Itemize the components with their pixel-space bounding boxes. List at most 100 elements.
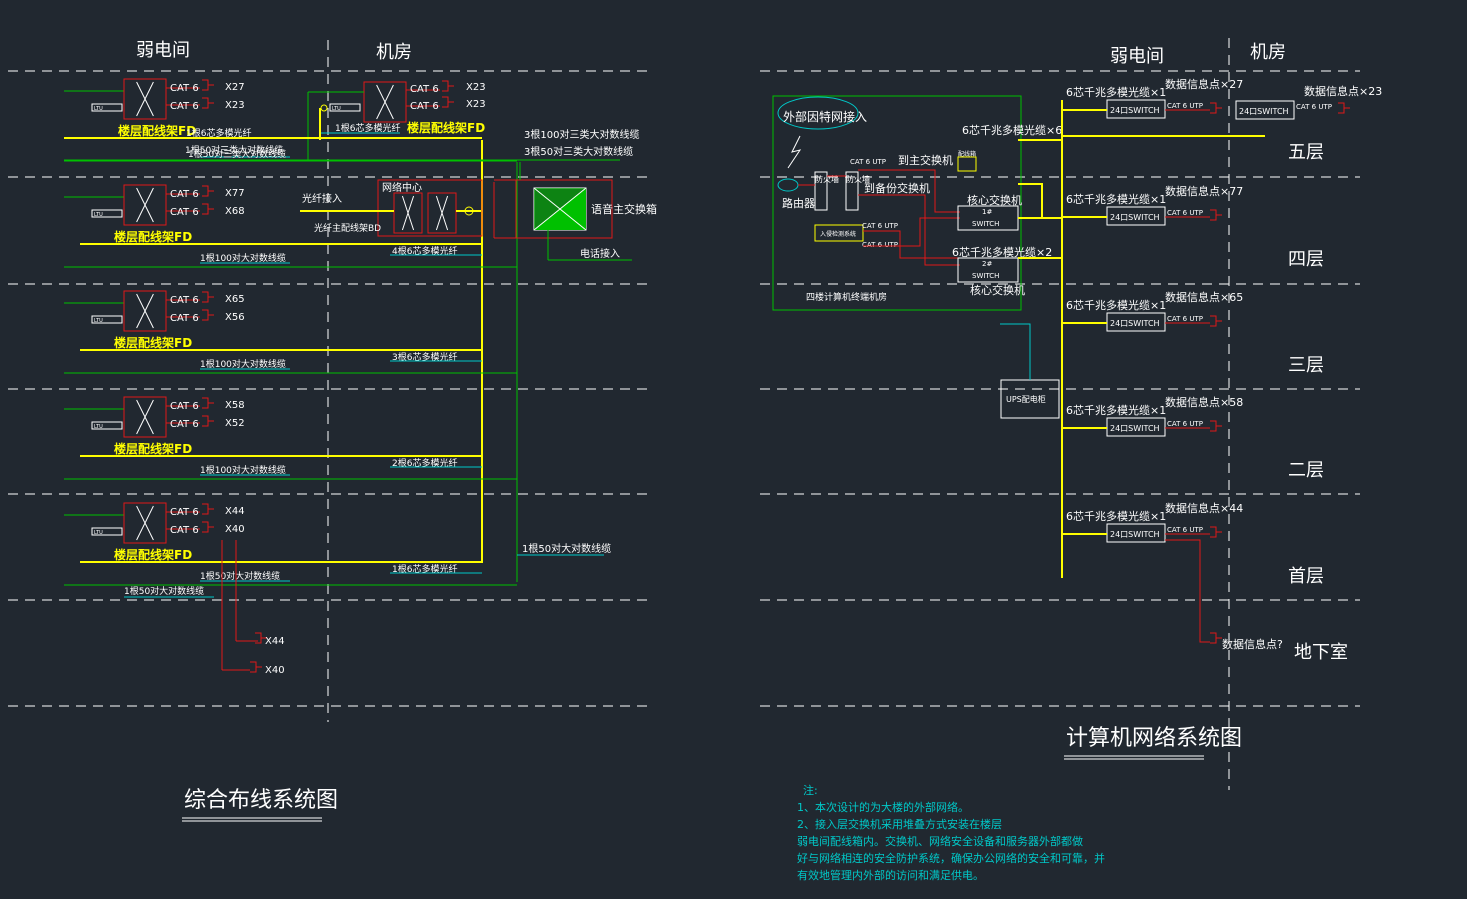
- panel-cross: [136, 399, 154, 435]
- voice-switch-label: 语音主交换箱: [591, 202, 657, 216]
- core-link: [1018, 183, 1043, 219]
- data-point-count: 数据信息点×65: [1165, 290, 1243, 304]
- bd-label: 光纤主配线架BD: [314, 222, 381, 234]
- ltu-box: [329, 103, 361, 112]
- machine-room-frame: [772, 95, 1022, 311]
- switch-id: 1#: [982, 208, 992, 216]
- console-box: [957, 156, 977, 172]
- cabling-system-diagram: 弱电间机房LTUCAT 6CAT 6X27X23楼层配线架FD1根50对三类大对…: [8, 40, 657, 822]
- fiber-label: 1根6芯多模光纤: [186, 127, 251, 139]
- point-count: X40: [225, 524, 245, 535]
- switch-id: 2#: [982, 260, 992, 268]
- utp-label: CAT 6 UTP: [862, 222, 898, 230]
- utp-label: CAT 6 UTP: [1167, 102, 1203, 110]
- core-switch-label: 核心交换机: [967, 193, 1022, 207]
- note-line: 有效地管理内外部的访问和满足供电。: [797, 868, 984, 882]
- fiber-in-label: 光纤接入: [302, 192, 342, 205]
- data-point-count: 数据信息点×77: [1165, 184, 1243, 198]
- note-line: 好与网络相连的安全防护系统，确保办公网络的安全和可靠，并: [797, 851, 1105, 865]
- fiber-label: 1根6芯多模光纤: [335, 122, 400, 134]
- utp-label: CAT 6 UTP: [862, 241, 898, 249]
- panel-cross: [376, 84, 394, 120]
- box-label: 配线箱: [958, 150, 976, 158]
- ltu-box: [91, 421, 123, 430]
- fd-label: 楼层配线架FD: [118, 123, 196, 138]
- cable-label: 3根50对三类大对数线缆: [524, 145, 633, 158]
- cable-label: 1根50对三类大对数线缆: [185, 144, 283, 156]
- trunk-label: 1根50对大对数线缆: [522, 542, 611, 555]
- fiber1-label: 6芯千兆多模光缆×1: [1066, 403, 1166, 417]
- utp-label: CAT 6 UTP: [1167, 420, 1203, 428]
- firewall-label: 防火墙: [815, 174, 839, 184]
- ltu-label: LTU: [94, 106, 103, 112]
- cable-label: 3根100对三类大对数线缆: [524, 128, 639, 141]
- utp-label: CAT 6 UTP: [1296, 103, 1332, 111]
- floor-label: 四层: [1288, 249, 1324, 270]
- firewall-box: [845, 171, 859, 211]
- panel-cross: [136, 505, 154, 541]
- cable-label: 1根50对三类大对数线缆: [188, 148, 286, 160]
- ups-link: [1000, 323, 1031, 380]
- ups-label: UPS配电柜: [1006, 394, 1046, 404]
- network-center-label: 网络中心: [382, 181, 422, 194]
- point-count: X40: [265, 665, 285, 676]
- fiber-label: 4根6芯多模光纤: [392, 245, 457, 257]
- basement-info: 数据信息点?: [1222, 637, 1283, 651]
- panel-cross: [435, 195, 449, 231]
- fiber2-label: 6芯千兆多模光缆×2: [952, 245, 1052, 259]
- port24-label: 24口SWITCH: [1110, 106, 1160, 115]
- net-link: [863, 217, 960, 247]
- point-count: X52: [225, 418, 245, 429]
- core-switch-label: 核心交换机: [970, 283, 1025, 297]
- utp-label: CAT 6 UTP: [1167, 315, 1203, 323]
- ltu-label: LTU: [94, 318, 103, 324]
- utp-label: CAT 6 UTP: [1167, 209, 1203, 217]
- voice-switch-frame: [515, 179, 613, 239]
- to-backup-label: 到备份交换机: [864, 181, 930, 195]
- fiber1-label: 6芯千兆多模光缆×1: [1066, 298, 1166, 312]
- point-count: X77: [225, 188, 245, 199]
- basement-label: 地下室: [1294, 642, 1348, 663]
- data-point-count: 数据信息点×23: [1304, 84, 1382, 98]
- header-machine-room: 机房: [376, 42, 412, 63]
- cat-label: CAT 6: [170, 313, 199, 324]
- cat-label: CAT 6: [170, 525, 199, 536]
- access-label: 入侵检测系统: [820, 230, 856, 238]
- cabling-diagram-title: 综合布线系统图: [184, 788, 338, 813]
- switch-label: SWITCH: [972, 220, 999, 228]
- to-main-label: 到主交换机: [898, 153, 953, 167]
- data-point-count: 数据信息点×44: [1165, 501, 1243, 515]
- point-count: X27: [225, 82, 245, 93]
- cat-label: CAT 6: [170, 401, 199, 412]
- cable-label: 1根50对大对数线缆: [200, 570, 280, 582]
- firewall-label: 防火墙: [846, 174, 870, 184]
- fd-panel: [123, 184, 167, 226]
- header-weak-room: 弱电间: [136, 40, 190, 61]
- cat-label: CAT 6: [410, 101, 439, 112]
- floor-label: 二层: [1288, 460, 1324, 481]
- net-link: [863, 230, 960, 259]
- router-label: 路由器: [782, 196, 815, 210]
- bd-panel: [393, 192, 423, 234]
- utp-label: CAT 6 UTP: [850, 158, 886, 166]
- ltu-label: LTU: [94, 212, 103, 218]
- fd-panel: [123, 396, 167, 438]
- lightning-icon: [787, 135, 802, 169]
- voice-switch-cross: [533, 187, 587, 231]
- panel-cross: [401, 195, 415, 231]
- bd-panel: [427, 192, 457, 234]
- data-point-count: 数据信息点×27: [1165, 77, 1243, 91]
- fd-label: 楼层配线架FD: [114, 547, 192, 562]
- utp-label: CAT 6 UTP: [1167, 526, 1203, 534]
- fiber-label: 3根6芯多模光纤: [392, 351, 457, 363]
- ltu-box: [91, 527, 123, 536]
- port24-label: 24口SWITCH: [1239, 107, 1289, 116]
- cat-label: CAT 6: [170, 507, 199, 518]
- fd-label: 楼层配线架FD: [114, 229, 192, 244]
- panel-cross: [136, 187, 154, 223]
